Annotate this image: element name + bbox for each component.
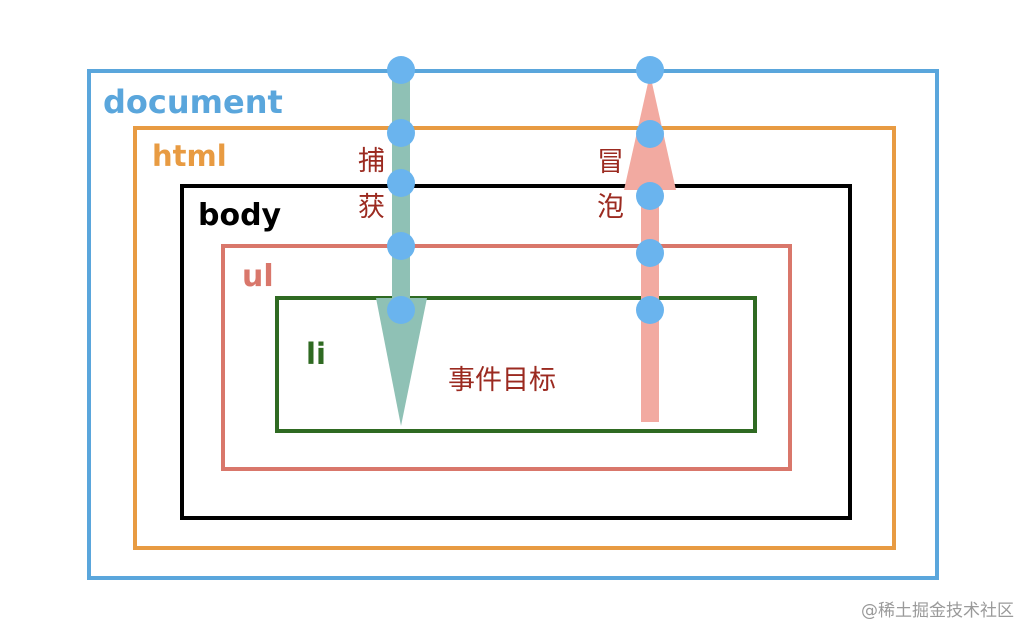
capture-label-char-2: 获 (358, 192, 385, 223)
bubble-dot-li (636, 296, 664, 324)
capture-arrow-head (376, 298, 427, 426)
capture-dot-ul (387, 232, 415, 260)
capture-dot-html (387, 119, 415, 147)
bubble-dot-html (636, 120, 664, 148)
document-label: document (103, 83, 283, 121)
capture-dot-document (387, 56, 415, 84)
bubble-dot-ul (636, 239, 664, 267)
bubble-label-char-2: 泡 (597, 192, 624, 223)
capture-dot-li (387, 296, 415, 324)
bubble-label-char-1: 冒 (597, 147, 624, 178)
body-layer-box (180, 184, 852, 520)
capture-label-char-1: 捕 (358, 146, 385, 177)
bubble-dot-document (636, 56, 664, 84)
html-layer-box (133, 126, 896, 550)
capture-dot-body (387, 169, 415, 197)
event-target-label: 事件目标 (448, 365, 556, 396)
watermark: @稀土掘金技术社区 (861, 601, 1014, 621)
ul-layer-box (221, 244, 792, 471)
document-layer-box (87, 69, 939, 580)
li-layer-box (275, 296, 757, 433)
li-label: li (306, 337, 326, 371)
ul-label: ul (242, 259, 274, 294)
html-label: html (152, 139, 227, 173)
bubble-dot-body (636, 182, 664, 210)
body-label: body (198, 198, 282, 233)
